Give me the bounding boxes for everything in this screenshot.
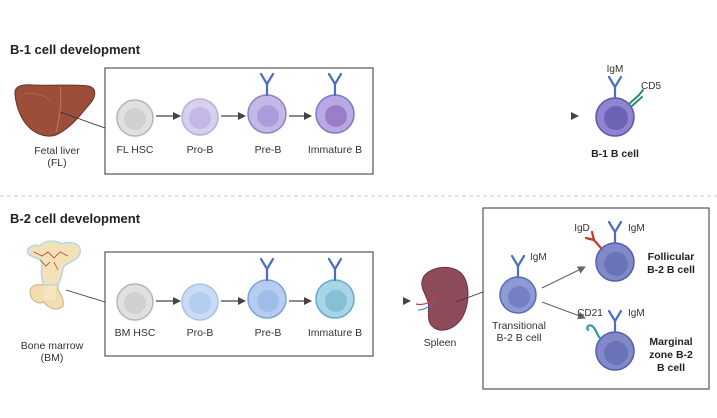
bone-marrow-icon [26, 240, 81, 310]
b1-fl-hsc-cell [116, 99, 154, 137]
b2-pro-b-cell [181, 283, 219, 321]
antibody-icon [327, 72, 343, 97]
b1-igm-label: IgM [606, 64, 624, 75]
b1-b-cell-label: B-1 B cell [591, 148, 639, 160]
b2-stage-label-bm-hsc: BM HSC [114, 327, 156, 339]
b1-development-box [104, 67, 374, 175]
b1-section-title: B-1 cell development [10, 42, 141, 57]
marginal-zone-b2-cell [586, 309, 635, 371]
follicular-b2-cell [584, 220, 635, 282]
antibody-icon [259, 72, 275, 97]
transitional-label-2: B-2 B cell [496, 332, 542, 344]
follicular-igm-label: IgM [628, 223, 645, 234]
b1-immature-b-cell [315, 72, 355, 134]
antibody-icon [510, 254, 526, 279]
bone-marrow-label-2: (BM) [40, 352, 64, 364]
cd21-receptor-icon [586, 324, 602, 340]
bone-connector-line [65, 289, 106, 303]
transitional-igm-label: IgM [530, 252, 547, 263]
arrow-to-marginal [541, 301, 586, 320]
follicular-igd-label: IgD [574, 223, 590, 234]
follicular-label-1: Follicular [647, 251, 695, 263]
spleen-label: Spleen [423, 337, 457, 349]
antibody-icon [327, 257, 343, 282]
b1-stage-label-fl-hsc: FL HSC [116, 144, 154, 156]
b2-stage-label-pre-b: Pre-B [254, 327, 282, 339]
marginal-cd21-label: CD21 [577, 308, 603, 319]
b2-development-box [104, 251, 374, 357]
b1-cd5-label: CD5 [641, 81, 662, 92]
follicular-label-2: B-2 B cell [647, 264, 695, 276]
marginal-label-2: zone B-2 [649, 349, 693, 361]
b1-pre-b-cell [247, 72, 287, 134]
b1-mature-b-cell [595, 75, 644, 137]
fetal-liver-label-1: Fetal liver [34, 145, 80, 157]
cd5-receptor-icon [628, 89, 644, 107]
marginal-igm-label: IgM [628, 308, 645, 319]
spleen-icon [415, 267, 469, 331]
b2-section-title: B-2 cell development [10, 211, 141, 226]
spleen-connector-line [455, 291, 484, 303]
antibody-icon [607, 220, 623, 245]
antibody-icon [607, 309, 623, 334]
b1-stage-label-immature-b: Immature B [307, 144, 363, 156]
b1-stage-label-pro-b: Pro-B [186, 144, 214, 156]
transitional-label-1: Transitional [492, 320, 546, 332]
b2-bm-hsc-cell [116, 283, 154, 321]
spleen-maturation-box [482, 207, 710, 390]
arrow-to-follicular [541, 266, 586, 289]
b1-pro-b-cell [181, 98, 219, 136]
b2-stage-label-pro-b: Pro-B [186, 327, 214, 339]
antibody-icon [259, 257, 275, 282]
fetal-liver-label-2: (FL) [47, 157, 67, 169]
b1-stage-label-pre-b: Pre-B [254, 144, 282, 156]
liver-connector-line [59, 111, 106, 129]
marginal-label-3: B cell [656, 362, 685, 374]
fetal-liver-icon [14, 84, 96, 137]
b2-stage-label-immature-b: Immature B [307, 327, 363, 339]
marginal-label-1: Marginal [649, 336, 693, 348]
bone-marrow-label-1: Bone marrow [20, 340, 84, 352]
b2-pre-b-cell [247, 257, 287, 319]
igd-receptor-icon [584, 230, 603, 250]
transitional-b2-cell [499, 254, 537, 314]
antibody-icon [607, 75, 623, 100]
b2-immature-b-cell [315, 257, 355, 319]
